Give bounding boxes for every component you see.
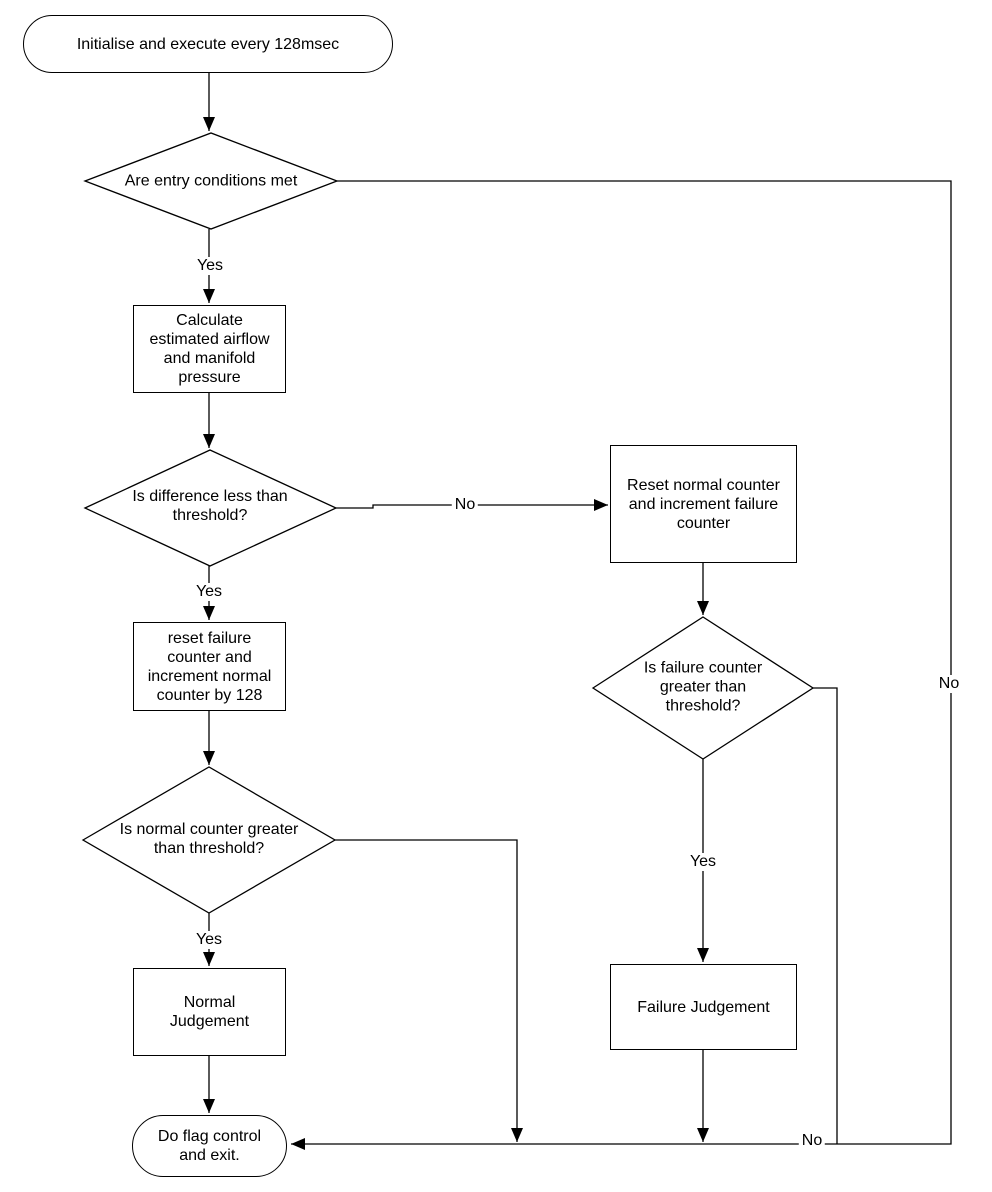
failure-yes-label: Yes	[686, 853, 720, 871]
failure-no-label: No	[798, 1132, 826, 1150]
failure-judgement-label: Failure Judgement	[637, 998, 770, 1016]
failure-counter-label: Is failure counter greater than threshol…	[643, 659, 763, 715]
difference-threshold-label: Is difference less than threshold?	[132, 488, 288, 524]
normal-counter-label: Is normal counter greater than threshold…	[119, 821, 299, 857]
edge-failure-no-to-exit-line	[813, 687, 838, 1144]
end-label: Do flag control and exit.	[157, 1128, 262, 1164]
edge-diff-no-to-reset-normal	[336, 499, 608, 511]
entry-conditions-label: Are entry conditions met	[124, 172, 298, 190]
failure-counter-diamond	[591, 616, 815, 760]
diff-no-label: No	[451, 496, 479, 514]
reset-normal-label: Reset normal counter and increment failu…	[627, 476, 780, 532]
calculate-label: Calculate estimated airflow and manifold…	[149, 312, 270, 386]
end-terminator: Do flag control and exit.	[132, 1115, 287, 1177]
entry-no-label: No	[935, 675, 963, 693]
difference-threshold-diamond	[83, 449, 338, 567]
diff-yes-label: Yes	[192, 583, 226, 601]
calculate-process: Calculate estimated airflow and manifold…	[133, 305, 286, 393]
reset-failure-label: reset failure counter and increment norm…	[147, 629, 272, 704]
start-terminator: Initialise and execute every 128msec	[23, 15, 393, 73]
entry-yes-label: Yes	[193, 257, 227, 275]
failure-judgement-process: Failure Judgement	[610, 964, 797, 1050]
start-label: Initialise and execute every 128msec	[76, 35, 340, 53]
reset-normal-process: Reset normal counter and increment failu…	[610, 445, 797, 563]
edge-entry-no-to-end	[291, 180, 952, 1150]
reset-failure-process: reset failure counter and increment norm…	[133, 622, 286, 711]
normal-judgement-label: Normal Judgement	[169, 994, 250, 1030]
normal-judgement-process: Normal Judgement	[133, 968, 286, 1056]
entry-conditions-diamond	[83, 132, 339, 230]
normal-counter-diamond	[81, 766, 337, 914]
normal-yes-label: Yes	[192, 931, 226, 949]
edge-normal-no-to-exit-line	[335, 839, 523, 1142]
